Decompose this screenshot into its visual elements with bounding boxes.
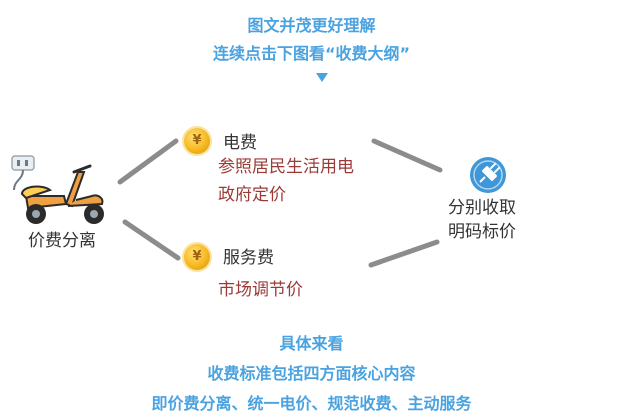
header-line-2: 连续点击下图看“收费大纲” (212, 44, 411, 63)
yuan-coin-icon: ¥ (184, 128, 210, 154)
left-center-label: 价费分离 (28, 231, 96, 251)
yuan-coin-icon: ¥ (184, 244, 210, 270)
connector-right-bottom (368, 239, 440, 268)
right-center-label-line-2: 明码标价 (448, 222, 516, 242)
item-desc-electricity-line-2: 政府定价 (218, 185, 286, 205)
header-line-1: 图文并茂更好理解 (247, 16, 376, 35)
item-title-service: 服务费 (223, 248, 274, 268)
item-title-electricity: 电费 (223, 133, 257, 153)
charger-plug-icon (11, 155, 35, 191)
connector-left-top (117, 138, 179, 185)
charger-badge-icon (470, 157, 506, 193)
connector-left-bottom (122, 219, 181, 261)
arrow-down-icon (316, 73, 328, 82)
scooter-icon (11, 155, 104, 224)
footer-line-2: 收费标准包括四方面核心内容 (207, 364, 416, 383)
footer-line-3: 即价费分离、统一电价、规范收费、主动服务 (151, 394, 472, 413)
connector-right-top (371, 138, 443, 173)
item-desc-service-line-1: 市场调节价 (218, 280, 303, 300)
right-center-label-line-1: 分别收取 (448, 198, 516, 218)
item-desc-electricity-line-1: 参照居民生活用电 (218, 157, 354, 177)
footer-line-1: 具体来看 (279, 334, 344, 353)
